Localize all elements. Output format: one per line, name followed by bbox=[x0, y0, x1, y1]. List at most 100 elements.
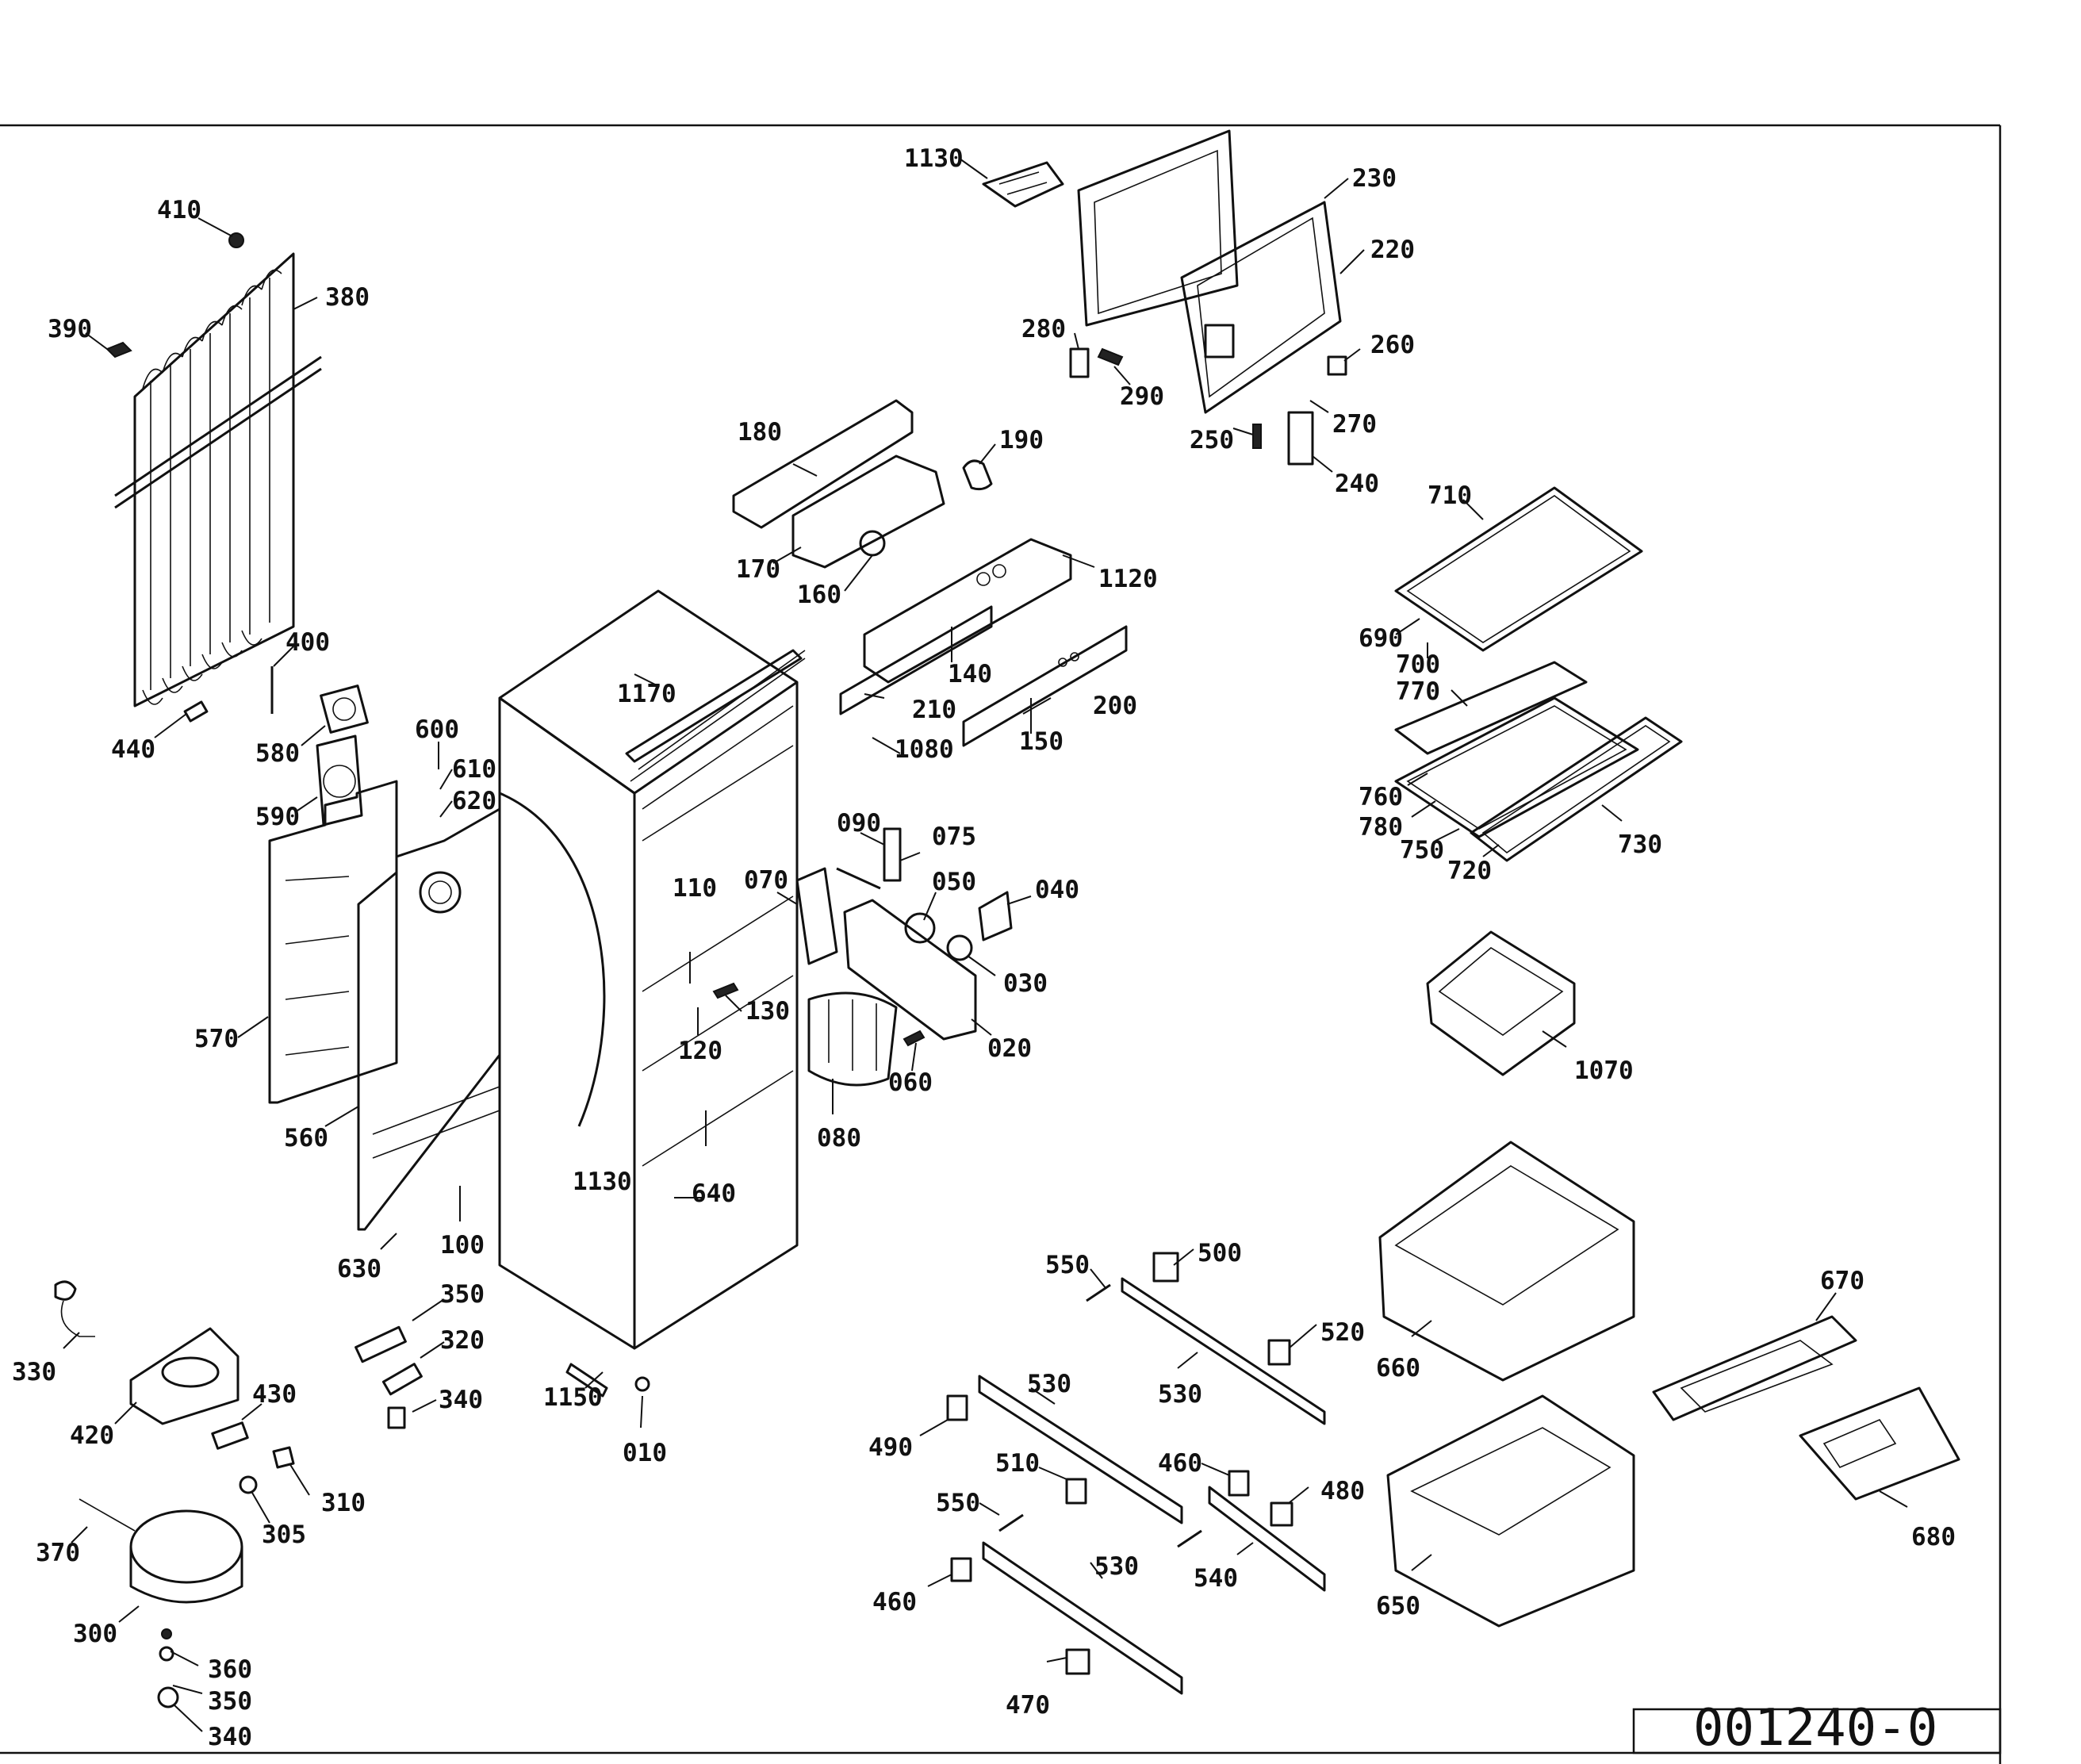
document-number: 001240-0 bbox=[1693, 1699, 1937, 1758]
part-label-310: 310 bbox=[321, 1489, 366, 1517]
part-label-240: 240 bbox=[1335, 470, 1379, 498]
part-label-1080: 1120 bbox=[1098, 565, 1158, 593]
part-label-075: 075 bbox=[932, 823, 976, 851]
part-label-650: 650 bbox=[1376, 1592, 1420, 1620]
part-label-270: 270 bbox=[1332, 410, 1377, 439]
part-label-305: 305 bbox=[262, 1520, 306, 1549]
part-label-380: 360 bbox=[208, 1655, 252, 1684]
part-label-030: 030 bbox=[1003, 969, 1048, 998]
small-drawer-drawing bbox=[1426, 930, 1576, 1076]
part-label-330: 330 bbox=[12, 1358, 56, 1386]
part-label-050: 050 bbox=[932, 868, 976, 896]
part-label-620: 620 bbox=[452, 787, 496, 815]
part-label-220: 220 bbox=[1370, 236, 1415, 264]
part-label-690: 690 bbox=[1359, 624, 1403, 653]
part-label-060: 060 bbox=[888, 1068, 933, 1097]
part-label-1170: 1170 bbox=[617, 680, 676, 708]
part-label-340: 340 bbox=[439, 1386, 483, 1414]
part-label-150: 150 bbox=[1019, 727, 1063, 756]
part-label-360: 340 bbox=[208, 1723, 252, 1751]
part-label-660: 660 bbox=[1376, 1354, 1420, 1382]
fan-drawing bbox=[316, 685, 369, 826]
part-label-510: 510 bbox=[995, 1449, 1040, 1478]
page-frame bbox=[0, 124, 2002, 1764]
part-label-730: 730 bbox=[1618, 830, 1662, 859]
part-label-070: 070 bbox=[744, 866, 788, 895]
part-label-550b: 550 bbox=[936, 1489, 980, 1517]
part-label-455: 440 bbox=[111, 735, 155, 764]
large-drawers-drawing bbox=[1378, 1141, 1635, 1628]
part-label-470: 470 bbox=[1006, 1691, 1050, 1720]
shelves-drawing bbox=[1394, 486, 1683, 862]
part-label-290: 290 bbox=[1120, 382, 1164, 411]
part-label-300: 300 bbox=[73, 1620, 117, 1648]
control-module-drawing bbox=[732, 399, 1128, 747]
part-label-610: 610 bbox=[452, 755, 496, 784]
part-label-640: 640 bbox=[692, 1179, 736, 1208]
part-label-180: 180 bbox=[738, 418, 782, 447]
part-label-200: 200 bbox=[1093, 692, 1137, 720]
part-label-700: 700 bbox=[1396, 650, 1440, 679]
part-label-130: 130 bbox=[745, 997, 790, 1026]
freezer-door-drawing bbox=[982, 129, 1347, 466]
part-label-450: 430 bbox=[252, 1380, 297, 1409]
part-label-1150: 1150 bbox=[543, 1383, 603, 1412]
part-label-420: 400 bbox=[286, 628, 330, 657]
part-label-370: 350 bbox=[208, 1687, 252, 1716]
part-label-010: 010 bbox=[623, 1439, 667, 1467]
part-label-770: 780 bbox=[1359, 813, 1403, 842]
part-label-190: 190 bbox=[999, 426, 1044, 454]
part-label-520: 520 bbox=[1320, 1318, 1365, 1347]
part-label-160: 160 bbox=[797, 581, 841, 609]
back-panels-drawing bbox=[268, 780, 501, 1231]
part-label-460b: 460 bbox=[872, 1588, 917, 1616]
part-label-090: 090 bbox=[837, 809, 881, 838]
part-label-680: 680 bbox=[1911, 1523, 1956, 1551]
part-label-020: 020 bbox=[987, 1034, 1032, 1063]
part-label-530b: 530 bbox=[1158, 1380, 1202, 1409]
part-label-670: 670 bbox=[1820, 1267, 1864, 1295]
part-labels: 410 380 390 400 440 580 590 600 610 620 … bbox=[12, 144, 1956, 1751]
part-label-1130: 1130 bbox=[573, 1168, 632, 1196]
part-label-780: 1070 bbox=[1574, 1056, 1634, 1085]
part-label-540: 540 bbox=[1194, 1564, 1238, 1593]
part-label-740: 750 bbox=[1400, 836, 1444, 865]
part-label-550: 550 bbox=[1045, 1251, 1090, 1279]
part-label-210: 210 bbox=[912, 696, 956, 724]
part-label-230: 230 bbox=[1352, 164, 1397, 193]
part-label-530: 530 bbox=[1027, 1370, 1071, 1398]
part-drawings bbox=[54, 129, 1960, 1708]
cabinet-drawing bbox=[498, 589, 806, 1350]
part-label-430: 410 bbox=[157, 196, 201, 224]
part-label-600: 600 bbox=[415, 715, 459, 744]
part-label-100: 100 bbox=[440, 1231, 485, 1260]
part-label-630: 630 bbox=[337, 1255, 381, 1283]
part-label-440: 420 bbox=[70, 1421, 114, 1450]
leader-lines bbox=[63, 158, 1908, 1732]
part-label-410: 390 bbox=[48, 315, 92, 343]
part-label-140: 140 bbox=[948, 660, 992, 688]
part-label-750: 760 bbox=[1359, 783, 1403, 811]
part-label-320: 320 bbox=[440, 1326, 485, 1355]
part-label-500: 500 bbox=[1198, 1239, 1242, 1267]
part-label-530c: 530 bbox=[1094, 1552, 1139, 1581]
part-label-710: 710 bbox=[1428, 481, 1472, 510]
part-label-560: 560 bbox=[284, 1124, 328, 1152]
part-label-280: 280 bbox=[1021, 315, 1066, 343]
condenser-drawing bbox=[105, 232, 322, 723]
rails-drawing bbox=[946, 1252, 1960, 1695]
part-label-260: 260 bbox=[1370, 331, 1415, 359]
part-label-490: 490 bbox=[868, 1433, 913, 1462]
part-label-590: 590 bbox=[255, 803, 300, 831]
part-label-080: 080 bbox=[817, 1124, 861, 1152]
part-label-720: 720 bbox=[1447, 857, 1492, 885]
part-label-040: 040 bbox=[1035, 876, 1079, 904]
part-label-350: 350 bbox=[440, 1280, 485, 1309]
part-label-120: 120 bbox=[678, 1037, 722, 1065]
part-label-760: 770 bbox=[1396, 677, 1440, 706]
part-label-480: 480 bbox=[1320, 1477, 1365, 1505]
part-label-400: 380 bbox=[325, 283, 370, 312]
compressor-drawing bbox=[54, 1280, 650, 1708]
thermostat-housing-drawing bbox=[712, 827, 1013, 1087]
